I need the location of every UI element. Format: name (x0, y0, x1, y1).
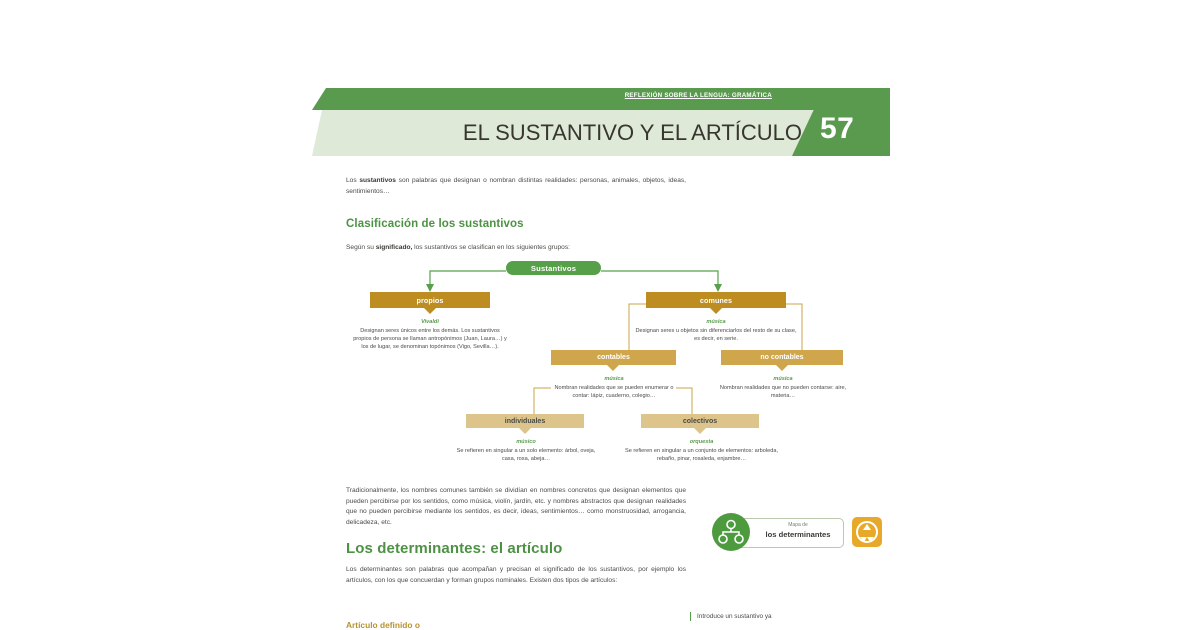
significado-bold: significado, (375, 244, 413, 251)
resource-widget-pill[interactable] (734, 518, 844, 548)
header-title-panel (312, 110, 890, 156)
recycle-icon[interactable] (852, 517, 882, 547)
diagram-node-comunes: comunes (646, 292, 786, 308)
diagram-caption-individuales: músico Se refieren en singular a un solo… (456, 438, 596, 463)
page-title: EL SUSTANTIVO Y EL ARTÍCULO (462, 120, 802, 145)
diagram-node-no-contables-label: no contables (760, 354, 804, 361)
classification-heading-wrap: Clasificación de los sustantivos (346, 218, 686, 230)
diagram-keyword-propios: Vivaldi (421, 319, 439, 325)
diagram-node-contables-tail (607, 365, 619, 371)
classification-subtext-rest: los sustantivos se clasifican en los sig… (412, 244, 570, 251)
determinants-paragraph: Los determinantes son palabras que acomp… (346, 566, 686, 584)
diagram-caption-individuales-text: Se refieren en singular a un solo elemen… (456, 448, 596, 462)
diagram-keyword-contables: música (604, 376, 624, 382)
diagram-node-contables: contables (551, 350, 676, 365)
traditional-paragraph-wrap: Tradicionalmente, los nombres comunes ta… (346, 486, 686, 528)
determinants-heading: Los determinantes: el artículo (346, 540, 563, 557)
header-eyebrow-text: REFLEXIÓN SOBRE LA LENGUA: GRAMÁTICA (624, 92, 772, 99)
concept-map-icon-glyph (718, 519, 744, 544)
diagram-keyword-comunes: música (706, 319, 726, 325)
traditional-paragraph: Tradicionalmente, los nombres comunes ta… (346, 487, 686, 526)
page-header-banner: REFLEXIÓN SOBRE LA LENGUA: GRAMÁTICA EL … (312, 88, 890, 156)
diagram-node-propios-label: propios (416, 295, 444, 305)
diagram-node-no-contables: no contables (721, 350, 843, 365)
diagram-node-comunes-label: comunes (699, 295, 733, 305)
intro-rest: son palabras que designan o nombran dist… (346, 177, 686, 195)
diagram-caption-no-contables: música Nombran realidades que no pueden … (718, 375, 848, 400)
resource-widget-sublabel: Mapa de (788, 522, 808, 528)
diagram-caption-colectivos: orquesta Se refieren en singular a un co… (624, 438, 779, 463)
unit-number: 57 (820, 112, 855, 145)
diagram-caption-contables-text: Nombran realidades que se pueden enumera… (554, 385, 674, 399)
recycle-icon-glyph (856, 521, 878, 543)
diagram-caption-propios-text: Designan seres únicos entre los demás. L… (353, 328, 507, 350)
intro-paragraph: Los sustantivos son palabras que designa… (346, 177, 686, 195)
concept-map-icon[interactable] (712, 513, 750, 551)
diagram-node-individuales-tail (519, 428, 531, 434)
diagram-caption-colectivos-text: Se refieren en singular a un conjunto de… (625, 448, 778, 462)
diagram-node-sustantivos: Sustantivos (506, 261, 601, 275)
determinants-paragraph-wrap: Los determinantes son palabras que acomp… (346, 565, 686, 586)
diagram-node-comunes-tail (710, 308, 722, 314)
diagram-node-contables-label: contables (597, 354, 630, 361)
diagram-node-colectivos-label: colectivos (682, 417, 718, 425)
diagram-keyword-colectivos: orquesta (689, 439, 714, 445)
diagram-node-sustantivos-label: Sustantivos (530, 263, 577, 273)
articulo-definido-subheading: Artículo definido o (346, 620, 420, 630)
classification-subtext: Según su significado, los sustantivos se… (346, 244, 570, 251)
diagram-node-individuales-label: individuales (504, 417, 546, 425)
diagram-node-colectivos-tail (694, 428, 706, 434)
resource-widget[interactable]: Mapa de los determinantes (712, 512, 884, 554)
resource-widget-label: los determinantes (765, 530, 831, 539)
intro-paragraph-wrap: Los sustantivos son palabras que designa… (346, 176, 686, 197)
diagram-node-propios: propios (370, 292, 490, 308)
classification-diagram: Sustantivos propios Vivaldi Designan ser… (346, 258, 856, 473)
diagram-caption-propios: Vivaldi Designan seres únicos entre los … (352, 318, 508, 351)
diagram-caption-contables: música Nombran realidades que se pueden … (546, 375, 682, 400)
diagram-keyword-no-contables: música (773, 376, 793, 382)
determinants-heading-wrap: Los determinantes: el artículo (346, 540, 686, 557)
classification-subtext-wrap: Según su significado, los sustantivos se… (346, 243, 686, 254)
diagram-node-individuales: individuales (466, 414, 584, 428)
diagram-node-colectivos: colectivos (641, 414, 759, 428)
intro-bold-term: sustantivos (359, 177, 396, 184)
header-eyebrow-bar (312, 88, 890, 110)
classification-heading: Clasificación de los sustantivos (346, 218, 524, 230)
bottom-callout: Introduce un sustantivo ya (690, 612, 877, 621)
diagram-node-no-contables-tail (776, 365, 788, 371)
diagram-caption-no-contables-text: Nombran realidades que no pueden contars… (719, 385, 847, 399)
diagram-caption-comunes-text: Designan seres u objetos sin diferenciar… (635, 328, 797, 342)
diagram-caption-comunes: música Designan seres u objetos sin dife… (634, 318, 798, 343)
diagram-node-propios-tail (424, 308, 436, 314)
diagram-keyword-individuales: músico (516, 439, 536, 445)
